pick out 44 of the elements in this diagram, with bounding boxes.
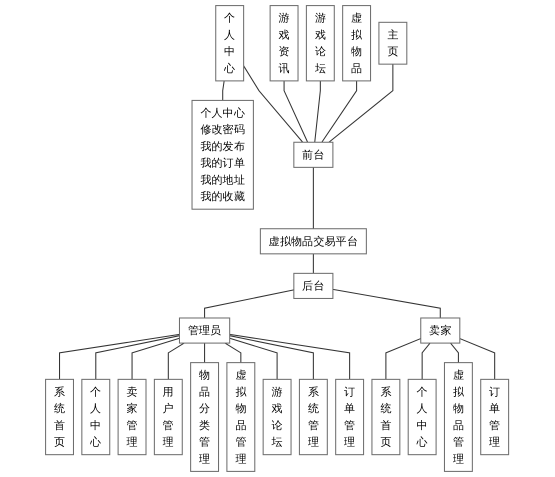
connector: [313, 254, 314, 274]
connector: [284, 80, 308, 142]
connector: [314, 80, 322, 142]
connector: [328, 64, 394, 143]
connector: [96, 335, 180, 380]
node-box: 后台: [294, 272, 334, 299]
connector: [204, 343, 206, 363]
connector: [230, 338, 278, 380]
node-box: 虚拟物品: [342, 5, 372, 82]
node-box: 系统首页: [45, 378, 74, 456]
node-box: 管理员: [179, 317, 231, 344]
node-box: 游戏论坛: [263, 378, 292, 456]
connector: [450, 342, 460, 363]
connector: [222, 80, 226, 100]
node-box: 个人中心: [82, 378, 111, 456]
connector: [230, 334, 351, 380]
connector: [322, 80, 358, 143]
node-box: 订单管理: [480, 378, 510, 456]
node-box: 虚拟物品交易平台: [260, 228, 368, 254]
node-box: 个人中心修改密码我的发布我的订单我的地址我的收藏: [192, 100, 254, 210]
node-box: 虚拟物品管理: [444, 362, 474, 472]
connector: [244, 66, 304, 143]
connector: [230, 335, 314, 380]
node-box: 个人中心: [216, 5, 245, 82]
node-box: 前台: [294, 142, 334, 168]
connector: [59, 334, 180, 380]
connector: [132, 338, 180, 380]
node-box: 主页: [378, 22, 408, 65]
node-box: 系统管理: [299, 378, 328, 456]
connector: [313, 167, 314, 229]
node-box: 游戏资讯: [270, 5, 299, 82]
connector: [333, 288, 442, 318]
node-box: 卖家管理: [118, 378, 147, 456]
connector: [225, 342, 242, 363]
node-box: 虚拟物品管理: [226, 362, 256, 472]
connector: [204, 289, 294, 318]
node-box: 物品分类管理: [190, 362, 220, 472]
node-box: 用户管理: [154, 378, 184, 456]
node-box: 游戏论坛: [306, 5, 336, 82]
node-box: 系统首页: [372, 378, 401, 456]
connector: [422, 342, 431, 380]
node-box: 个人中心: [408, 378, 437, 456]
node-box: 卖家: [420, 317, 461, 344]
node-box: 订单管理: [336, 378, 364, 456]
